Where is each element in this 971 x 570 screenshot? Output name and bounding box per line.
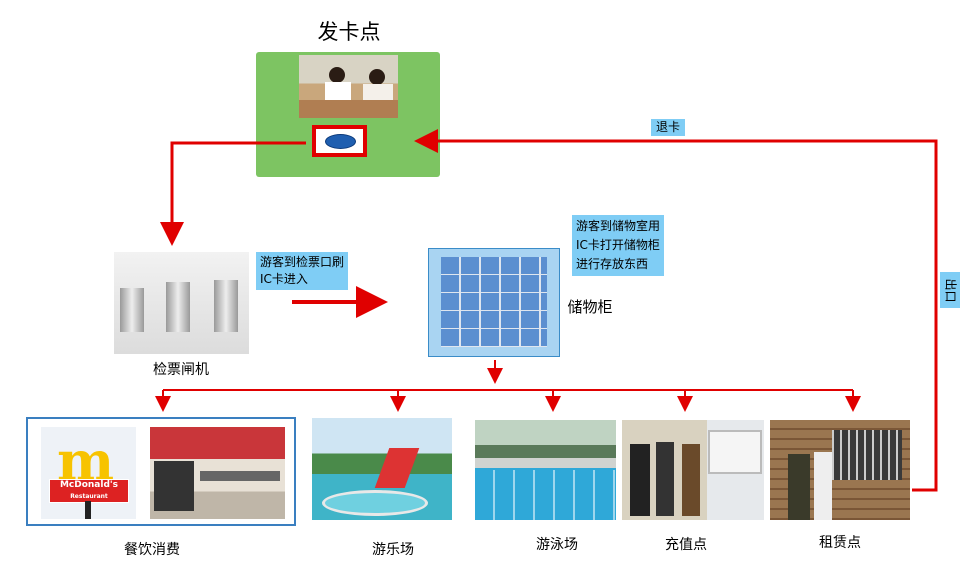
return-card-label: 退卡 [651, 119, 686, 136]
amusement-label: 游乐场 [372, 542, 414, 558]
return-card-line [414, 129, 938, 492]
turnstile-label: 检票闸机 [153, 362, 209, 378]
locker-label: 储物柜 [567, 298, 613, 316]
card-desk-photo [299, 55, 398, 118]
swimming-label: 游泳场 [536, 537, 578, 553]
rental-label: 租赁点 [819, 535, 861, 551]
arrow-to-turnstile [160, 141, 306, 246]
restaurant-counter-photo [150, 427, 285, 519]
rental-photo [770, 420, 910, 520]
locker-photo [428, 248, 560, 357]
amusement-photo [312, 418, 452, 520]
recharge-label: 充值点 [665, 537, 707, 553]
dining-box [26, 417, 296, 526]
card-issue-title: 发卡点 [317, 20, 381, 44]
swimming-photo [475, 420, 616, 520]
exit-label: 出口 [940, 272, 960, 308]
dining-label: 餐饮消费 [124, 542, 180, 558]
turnstile-photo [114, 252, 249, 354]
card-reader-icon [312, 125, 367, 157]
recharge-photo [622, 420, 764, 520]
